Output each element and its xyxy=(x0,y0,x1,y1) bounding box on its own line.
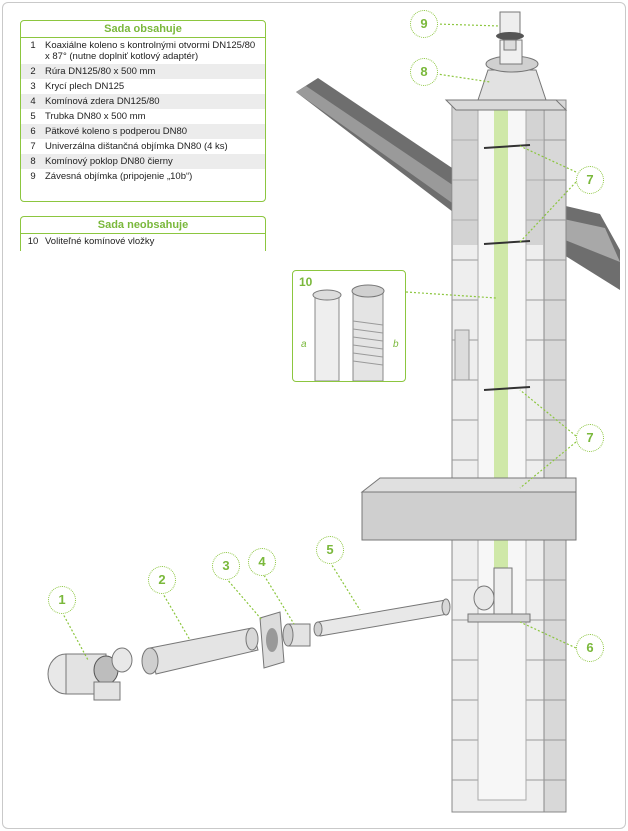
not-contains-panel: Sada neobsahuje 10 Voliteľné komínové vlo… xyxy=(20,216,266,251)
chimney-cap xyxy=(477,39,547,101)
list-item: 4 Komínová zdera DN125/80 xyxy=(21,94,265,109)
list-item: 9 Závesná objímka (pripojenie „10b“) xyxy=(21,169,265,184)
callout-5: 5 xyxy=(316,536,344,564)
item-number: 8 xyxy=(30,156,36,167)
chimney-top-plate xyxy=(444,99,568,111)
callout-9: 9 xyxy=(410,10,438,38)
item-number: 10 xyxy=(27,236,39,247)
callout-7-upper: 7 xyxy=(576,166,604,194)
callout-8: 8 xyxy=(410,58,438,86)
item-number: 5 xyxy=(30,111,36,122)
pipe-80 xyxy=(313,598,451,637)
list-item: 8 Komínový poklop DN80 čierny xyxy=(21,154,265,169)
inset-number: 10 xyxy=(299,275,313,289)
item-text: Komínový poklop DN80 čierny xyxy=(45,156,173,167)
liner-inset-drawing xyxy=(312,284,385,381)
list-item: 1 Koaxiálne koleno s kontrolnými otvormi … xyxy=(21,38,265,64)
chimney-collar xyxy=(282,623,311,647)
contains-panel-title: Sada obsahuje xyxy=(21,21,265,38)
callout-2: 2 xyxy=(148,566,176,594)
item-text: Univerzálna dištančná objímka DN80 (4 ks… xyxy=(45,141,228,152)
item-text: Závesná objímka (pripojenie „10b“) xyxy=(45,171,193,182)
leader-lines xyxy=(61,23,577,661)
list-item: 6 Pätkové koleno s podperou DN80 xyxy=(21,124,265,139)
item-number: 9 xyxy=(30,171,36,182)
item-number: 4 xyxy=(30,96,36,107)
not-contains-panel-title: Sada neobsahuje xyxy=(21,217,265,234)
callout-6: 6 xyxy=(576,634,604,662)
inset-label-b: b xyxy=(393,339,399,350)
coaxial-elbow xyxy=(47,647,133,701)
callout-7-lower: 7 xyxy=(576,424,604,452)
list-item: 10 Voliteľné komínové vložky xyxy=(21,234,265,249)
item-text: Krycí plech DN125 xyxy=(45,81,125,92)
cover-plate xyxy=(259,611,285,669)
item-text: Trubka DN80 x 500 mm xyxy=(45,111,146,122)
contains-panel: Sada obsahuje 1 Koaxiálne koleno s kontro… xyxy=(20,20,266,202)
item-text: Voliteľné komínové vložky xyxy=(45,236,155,247)
inset-label-a: a xyxy=(301,339,307,350)
item-number: 6 xyxy=(30,126,36,137)
chimney-body xyxy=(451,99,567,813)
callout-4: 4 xyxy=(248,548,276,576)
item-number: 1 xyxy=(30,40,36,51)
liner-inset: 10 a b xyxy=(292,270,406,382)
list-item: 3 Krycí plech DN125 xyxy=(21,79,265,94)
list-item: 5 Trubka DN80 x 500 mm xyxy=(21,109,265,124)
item-number: 7 xyxy=(30,141,36,152)
hanging-clamp xyxy=(496,11,524,51)
floor-slab xyxy=(361,491,577,541)
list-item: 2 Rúra DN125/80 x 500 mm xyxy=(21,64,265,79)
callout-1: 1 xyxy=(48,586,76,614)
item-text: Rúra DN125/80 x 500 mm xyxy=(45,66,156,77)
item-text: Koaxiálne koleno s kontrolnými otvormi D… xyxy=(45,40,256,62)
item-text: Komínová zdera DN125/80 xyxy=(45,96,160,107)
item-number: 2 xyxy=(30,66,36,77)
item-number: 3 xyxy=(30,81,36,92)
list-item: 7 Univerzálna dištančná objímka DN80 (4 k… xyxy=(21,139,265,154)
pipe-125-80 xyxy=(141,627,259,675)
foot-bend xyxy=(467,567,531,623)
item-text: Pätkové koleno s podperou DN80 xyxy=(45,126,188,137)
callout-3: 3 xyxy=(212,552,240,580)
